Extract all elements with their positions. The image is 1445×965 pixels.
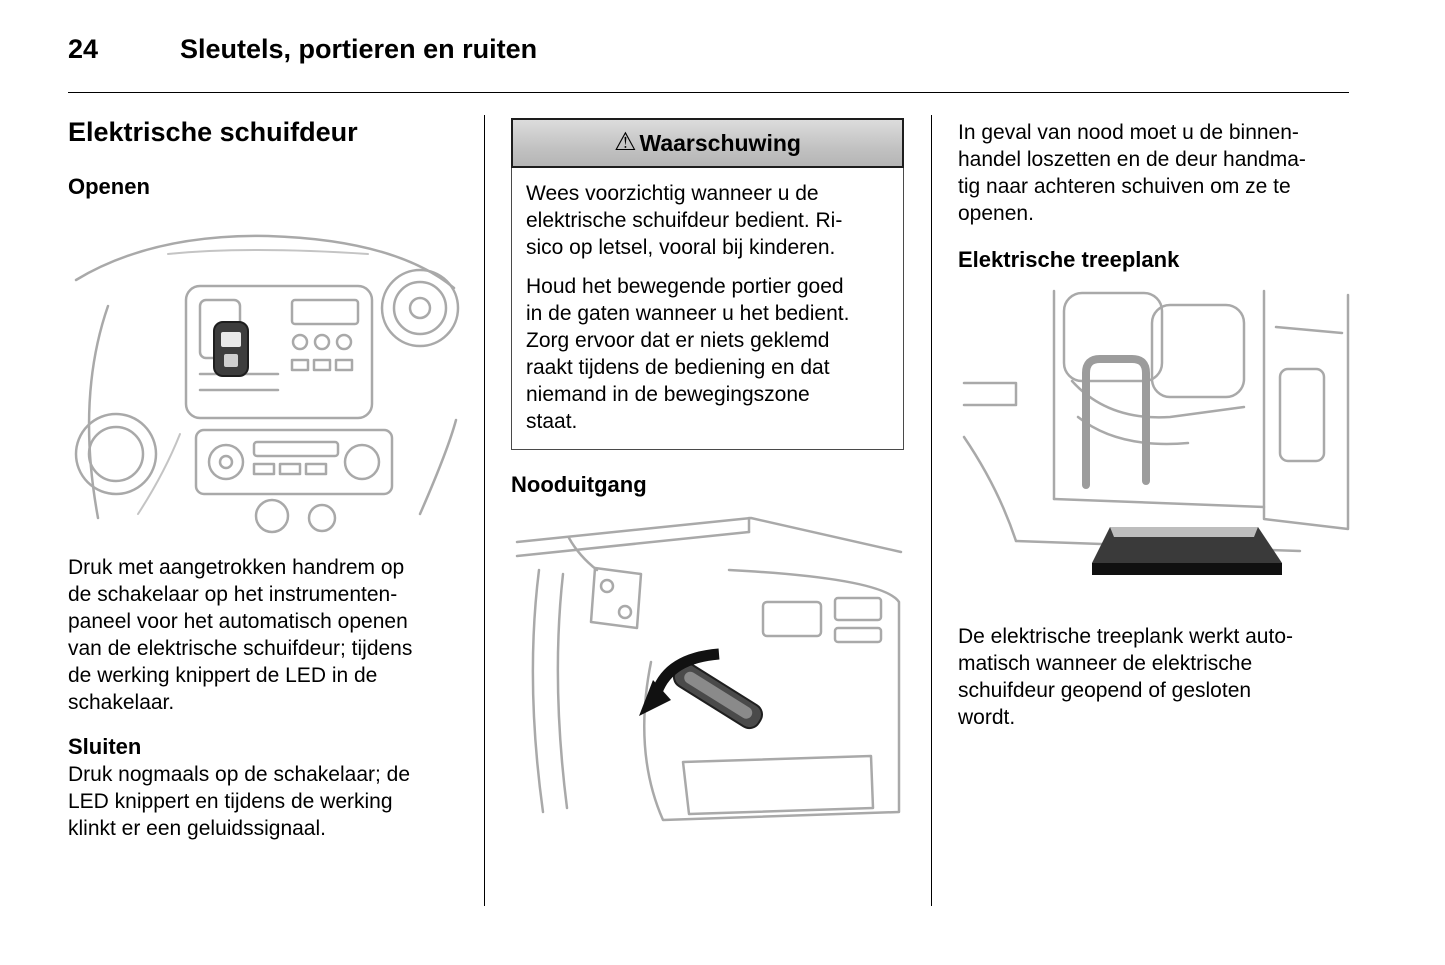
open-paragraph: Druk met aangetrokken handrem op de scha…	[68, 556, 413, 714]
sliding-door-switch	[213, 321, 249, 377]
emergency-note-paragraph: In geval van nood moet u de binnen- hand…	[958, 121, 1306, 225]
column-2: ⚠ Waarschuwing Wees voorzichtig wanneer …	[511, 115, 904, 828]
unlock-direction-arrow	[639, 648, 720, 716]
emergency-exit-release-lever-illustration	[511, 510, 904, 828]
subheading-electric-running-board: Elektrische treeplank	[958, 247, 1180, 272]
warning-title: Waarschuwing	[639, 129, 801, 156]
section-heading-electric-sliding-door: Elektrische schuifdeur	[68, 117, 358, 147]
header-rule	[68, 92, 1349, 93]
chapter-title: Sleutels, portieren en ruiten	[180, 34, 538, 64]
release-lever	[672, 662, 763, 730]
warning-box-header: ⚠ Waarschuwing	[511, 118, 904, 168]
running-board-step	[1092, 527, 1282, 575]
subheading-emergency-exit: Nooduitgang	[511, 472, 647, 497]
grab-handle	[1082, 355, 1150, 489]
column-divider-left	[484, 115, 485, 906]
column-divider-right	[931, 115, 932, 906]
electric-running-board-illustration	[958, 287, 1351, 597]
warning-paragraph-2: Houd het bewegende portier goed in de ga…	[526, 275, 850, 433]
subheading-open: Openen	[68, 174, 150, 199]
warning-box-body: Wees voorzichtig wanneer u de elektrisch…	[511, 168, 904, 450]
warning-triangle-icon: ⚠	[614, 128, 637, 156]
page-number: 24	[68, 34, 99, 64]
running-board-paragraph: De elektrische treeplank werkt auto- mat…	[958, 625, 1293, 729]
subheading-close: Sluiten	[68, 734, 142, 759]
warning-paragraph-1: Wees voorzichtig wanneer u de elektrisch…	[526, 182, 843, 259]
column-3: In geval van nood moet u de binnen- hand…	[958, 115, 1351, 731]
warning-box: ⚠ Waarschuwing Wees voorzichtig wanneer …	[511, 118, 904, 450]
close-paragraph: Druk nogmaals op de schakelaar; de LED k…	[68, 763, 411, 840]
column-1: Elektrische schuifdeur Openen	[68, 115, 460, 842]
dashboard-sliding-door-switch-illustration	[68, 214, 460, 534]
